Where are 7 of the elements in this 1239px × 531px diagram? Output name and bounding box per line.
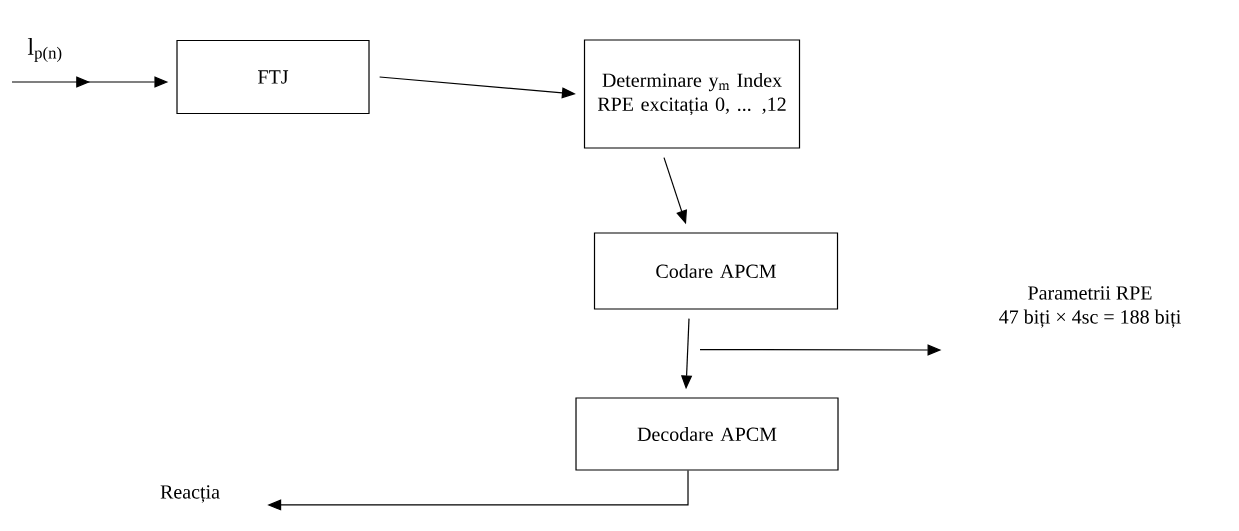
output-label: Reacția [160, 485, 220, 503]
process-box: Determinare y$_{m}$ Index RPE excitația 0, ... ,12 [583, 39, 801, 149]
process-box: Codare APCM [593, 232, 839, 310]
process-box: FTJ [176, 39, 370, 115]
output-label: Parametrii RPE 47 biți × 4sc = 188 biți [999, 286, 1181, 328]
process-box: Decodare APCM [575, 397, 839, 471]
edge-label: l$_{p(n)}$ [27, 38, 62, 62]
